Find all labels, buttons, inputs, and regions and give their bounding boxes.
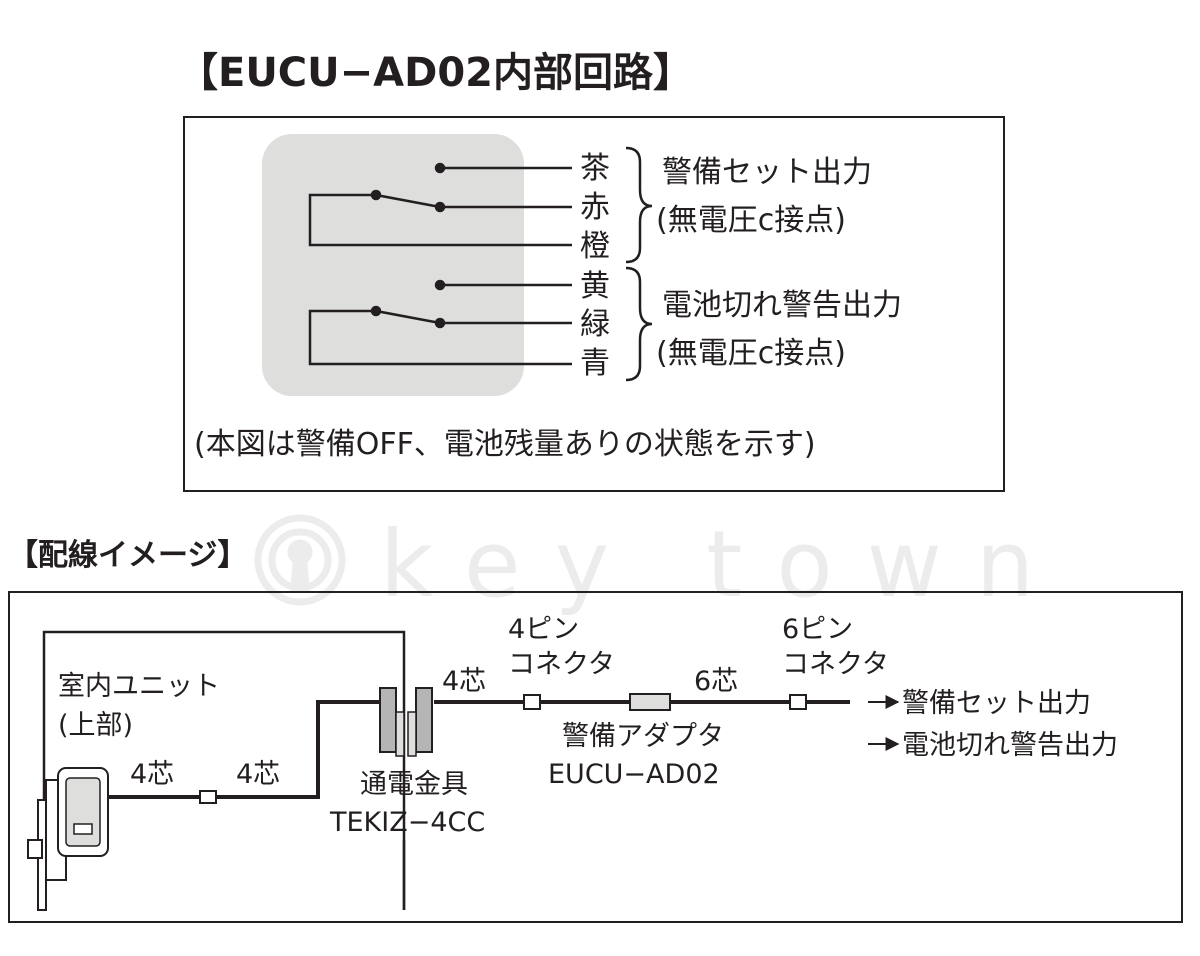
power-transfer-fitting — [379, 687, 433, 757]
output1-label: 警備セット出力 — [902, 688, 1091, 719]
wire-label-orange: 橙 — [580, 229, 610, 264]
cables — [108, 700, 850, 799]
adapter-label: 警備アダプタ — [562, 721, 724, 752]
relay-2 — [308, 279, 572, 366]
adapter-model: EUCU−AD02 — [548, 759, 720, 790]
group1-contact: (無電圧c接点) — [656, 203, 846, 238]
pin6-sub-label: コネクタ — [782, 649, 889, 680]
adapter-body — [262, 134, 524, 396]
brace-2 — [625, 266, 653, 382]
pin4-label: 4ピン — [508, 614, 579, 645]
wire-label-yellow: 黄 — [580, 269, 610, 304]
door-frame — [42, 630, 406, 910]
watermark: key town — [254, 511, 1068, 618]
group2-contact: (無電圧c接点) — [656, 336, 846, 371]
relay-1 — [308, 162, 572, 247]
wiring-title: 【配線イメージ】 — [8, 538, 247, 573]
watermark-text: key town — [380, 511, 1068, 618]
cable-label-4core-3: 4芯 — [442, 666, 486, 697]
cable-label-6core: 6芯 — [694, 666, 738, 697]
group2-label: 電池切れ警告出力 — [662, 288, 902, 323]
watermark-logo-icon — [254, 514, 346, 606]
wiring-frame — [8, 591, 1183, 923]
fitting-model: TEKIZ−4CC — [329, 807, 485, 838]
indoor-unit — [27, 767, 109, 911]
wire-label-brown: 茶 — [580, 151, 610, 186]
internal-circuit-note: (本図は警備OFF、電池残量ありの状態を示す) — [194, 427, 816, 462]
inline-connector — [199, 790, 217, 804]
connector-6pin — [789, 694, 807, 710]
wire-label-red: 赤 — [580, 190, 610, 225]
group1-label: 警備セット出力 — [662, 155, 872, 190]
cable-label-4core-1: 4芯 — [130, 759, 174, 790]
wire-label-green: 緑 — [580, 307, 610, 342]
indoor-unit-sub-label: (上部) — [58, 710, 133, 741]
output2-label: 電池切れ警告出力 — [902, 730, 1118, 761]
fitting-label: 通電金具 — [360, 769, 468, 800]
pin6-label: 6ピン — [782, 614, 853, 645]
wire-label-blue: 青 — [580, 346, 610, 381]
pin4-sub-label: コネクタ — [508, 649, 615, 680]
internal-circuit-frame — [183, 116, 1005, 492]
brace-1 — [625, 146, 653, 264]
internal-circuit-title: 【EUCU−AD02内部回路】 — [178, 50, 693, 96]
connector-4pin — [523, 694, 541, 710]
security-adapter — [629, 693, 671, 711]
cable-label-4core-2: 4芯 — [236, 759, 280, 790]
indoor-unit-label: 室内ユニット — [58, 671, 220, 702]
